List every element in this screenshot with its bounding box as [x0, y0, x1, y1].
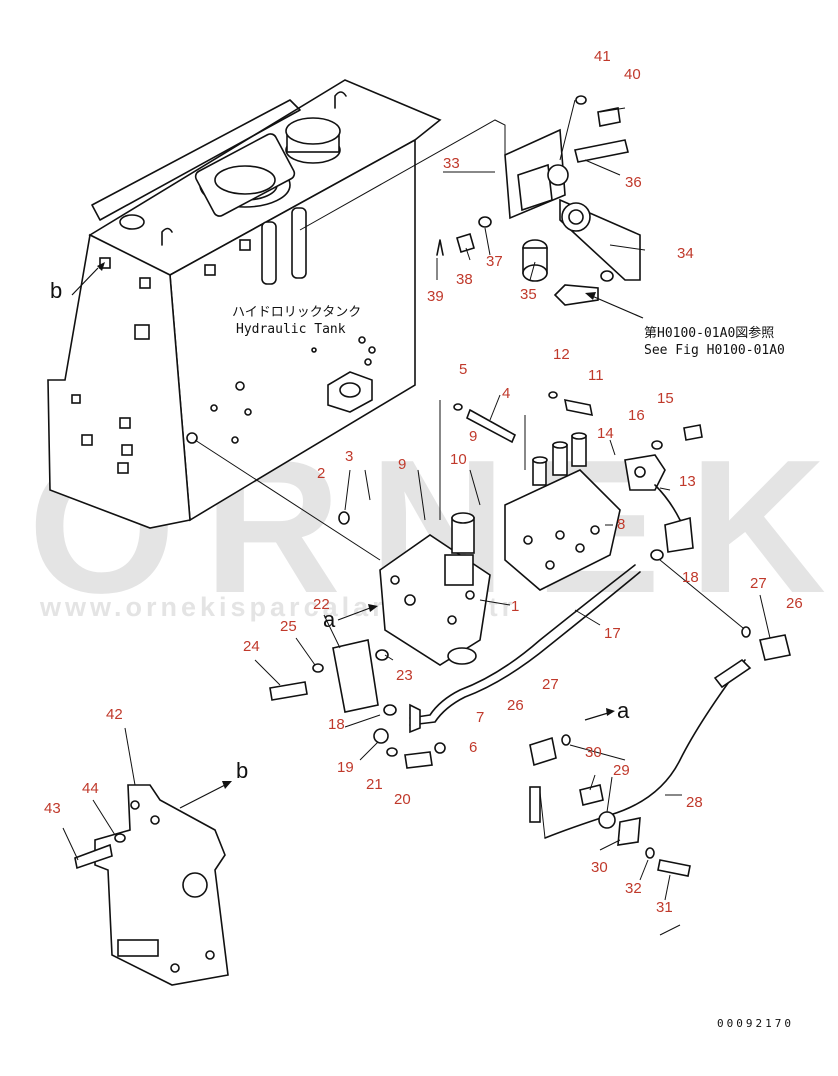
callout-13: 13	[679, 473, 696, 490]
callout-42: 42	[106, 706, 123, 723]
callout-5: 5	[459, 361, 467, 378]
callout-34: 34	[677, 245, 694, 262]
callout-2: 2	[317, 465, 325, 482]
callout-32: 32	[625, 880, 642, 897]
callout-39: 39	[427, 288, 444, 305]
hose-lines	[269, 511, 791, 877]
callout-1: 1	[511, 598, 519, 615]
callout-9-upper: 9	[469, 428, 477, 445]
callout-16: 16	[628, 407, 645, 424]
callout-38: 38	[456, 271, 473, 288]
callout-4: 4	[502, 385, 510, 402]
callout-24: 24	[243, 638, 260, 655]
callout-27-right: 27	[750, 575, 767, 592]
reference-english: See Fig H0100-01A0	[644, 343, 785, 358]
callout-26-left: 26	[507, 697, 524, 714]
callout-12: 12	[553, 346, 570, 363]
callout-22: 22	[313, 596, 330, 613]
callout-44: 44	[82, 780, 99, 797]
callout-20: 20	[394, 791, 411, 808]
callout-23: 23	[396, 667, 413, 684]
callout-43: 43	[44, 800, 61, 817]
callout-17: 17	[604, 625, 621, 642]
callout-21: 21	[366, 776, 383, 793]
bracket-assembly-drawing	[436, 95, 644, 319]
callout-19: 19	[337, 759, 354, 776]
cover-plate-drawing	[74, 784, 229, 986]
callout-28: 28	[686, 794, 703, 811]
hydraulic-tank-drawing: ハイドロリックタンク Hydraulic Tank	[47, 79, 442, 529]
callout-30-lower: 30	[591, 859, 608, 876]
callout-6: 6	[469, 739, 477, 756]
tank-label-english: Hydraulic Tank	[236, 322, 346, 337]
callout-8: 8	[617, 516, 625, 533]
valve-spools	[532, 432, 587, 486]
figure-id: 00092170	[717, 1017, 794, 1030]
callout-9-lower: 9	[398, 456, 406, 473]
callout-40: 40	[624, 66, 641, 83]
direction-arrows	[71, 262, 615, 809]
letter-b-tank: b	[50, 278, 62, 303]
callout-10: 10	[450, 451, 467, 468]
callout-41: 41	[594, 48, 611, 65]
callout-31: 31	[656, 899, 673, 916]
reference-japanese: 第H0100-01A0図参照	[644, 325, 774, 341]
letter-a-hose: a	[617, 698, 630, 723]
callout-27-left: 27	[542, 676, 559, 693]
leader-lines	[62, 99, 771, 936]
callout-36: 36	[625, 174, 642, 191]
tank-bolts	[71, 239, 376, 474]
callout-15: 15	[657, 390, 674, 407]
callout-26-right: 26	[786, 595, 803, 612]
callout-35: 35	[520, 286, 537, 303]
callout-37: 37	[486, 253, 503, 270]
callout-11: 11	[588, 367, 604, 384]
control-valve-drawing	[379, 391, 703, 666]
letter-b-plate: b	[236, 758, 248, 783]
callout-30-upper: 30	[585, 744, 602, 761]
callout-18-right: 18	[682, 569, 699, 586]
callout-3: 3	[345, 448, 353, 465]
callout-7: 7	[476, 709, 484, 726]
callout-numbers: 1 2 3 4 5 6 7 8 9 9 10 11 12 13 14 15 16…	[44, 48, 803, 916]
callout-18-left: 18	[328, 716, 345, 733]
callout-14: 14	[597, 425, 614, 442]
tank-label-japanese: ハイドロリックタンク	[232, 305, 361, 320]
letter-a-valve: a	[323, 607, 336, 632]
callout-33: 33	[443, 155, 460, 172]
callout-29: 29	[613, 762, 630, 779]
callout-25: 25	[280, 618, 297, 635]
